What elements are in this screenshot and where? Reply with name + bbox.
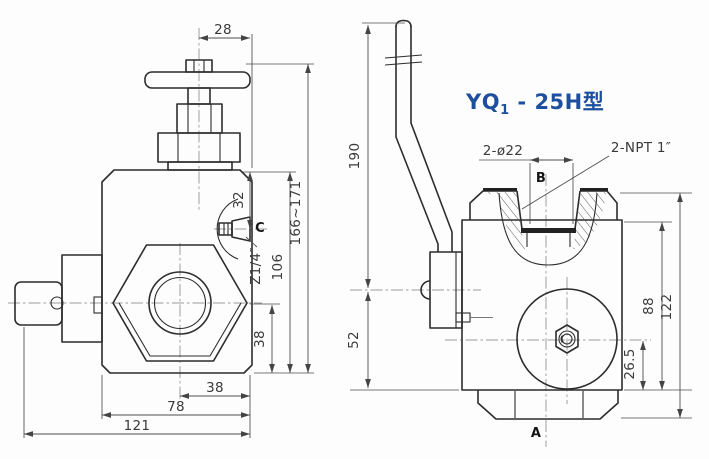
left-view-centerlines xyxy=(8,28,268,402)
dim-port-offset: 38 xyxy=(206,380,224,396)
lever-handle xyxy=(384,19,453,252)
dim-boss-offset: 26.5 xyxy=(622,348,638,379)
right-view: B A 190 52 2-ø22 2-NPT 1″ 88 xyxy=(346,19,692,447)
top-port-section xyxy=(469,188,618,266)
valve-body xyxy=(101,169,253,374)
dim-side-body-height: 88 xyxy=(641,297,657,315)
lever-break-line xyxy=(384,61,423,66)
top-port-label: B xyxy=(536,171,546,186)
left-view-dimensions: 28 32 C Z1/4″ 38 106 166~171 xyxy=(23,22,314,438)
thread-relief-bar xyxy=(521,228,576,233)
inlet-fitting xyxy=(14,254,103,343)
right-view-centerlines xyxy=(350,174,651,447)
dim-overall-height: 166~171 xyxy=(288,181,304,246)
dim-lever-height: 190 xyxy=(347,143,363,170)
dim-handwheel-offset: 28 xyxy=(214,22,232,38)
c-port-boss-arc xyxy=(216,198,239,260)
bottom-port-label: A xyxy=(531,426,541,441)
dim-port-center-height: 38 xyxy=(252,330,268,348)
handwheel xyxy=(144,71,251,89)
adjust-hex-nut xyxy=(555,324,579,354)
dim-body-height: 106 xyxy=(270,254,286,281)
center-boss xyxy=(516,288,618,390)
right-view-dimensions: 190 52 2-ø22 2-NPT 1″ 88 122 xyxy=(346,22,692,419)
pivot-boss xyxy=(420,280,431,300)
dim-body-width: 78 xyxy=(167,399,185,415)
c-port-label: C xyxy=(255,221,265,236)
dim-side-overall-height: 122 xyxy=(659,294,675,321)
dim-overall-width: 121 xyxy=(124,418,151,434)
bonnet-flange xyxy=(167,161,233,171)
model-title: YQ1 - 25H型 xyxy=(466,86,604,118)
inlet-plug xyxy=(14,281,63,326)
valve-body-side xyxy=(461,219,623,391)
inlet-detail xyxy=(50,296,64,310)
port-bore-inner xyxy=(153,276,207,330)
dim-lever-axis-height: 52 xyxy=(346,331,362,349)
c-port-fitting xyxy=(216,198,251,260)
model-title-prefix: YQ xyxy=(466,90,501,114)
port-bore-outer xyxy=(148,271,212,335)
model-title-suffix: - 25H型 xyxy=(509,90,605,114)
c-port-thread-label: Z1/4″ xyxy=(248,247,264,285)
bottom-hex-nut xyxy=(477,390,619,420)
port-hexagon xyxy=(112,244,248,362)
dim-c-port-depth: 32 xyxy=(231,191,247,209)
c-port-plug xyxy=(231,216,251,242)
left-view: 28 32 C Z1/4″ 38 106 166~171 xyxy=(8,22,314,438)
port-hex-and-bore xyxy=(112,244,248,362)
boss-circle xyxy=(516,288,618,390)
port-thread-annotation: 2-NPT 1″ xyxy=(611,140,671,156)
gland-nut xyxy=(176,103,223,134)
model-title-subscript: 1 xyxy=(500,103,510,119)
port-boss-curve xyxy=(498,192,598,266)
port-bore-annotation: 2-ø22 xyxy=(483,143,523,159)
handwheel-assembly xyxy=(144,59,251,171)
lever-break-line xyxy=(384,54,423,59)
c-port-tip xyxy=(218,222,233,236)
